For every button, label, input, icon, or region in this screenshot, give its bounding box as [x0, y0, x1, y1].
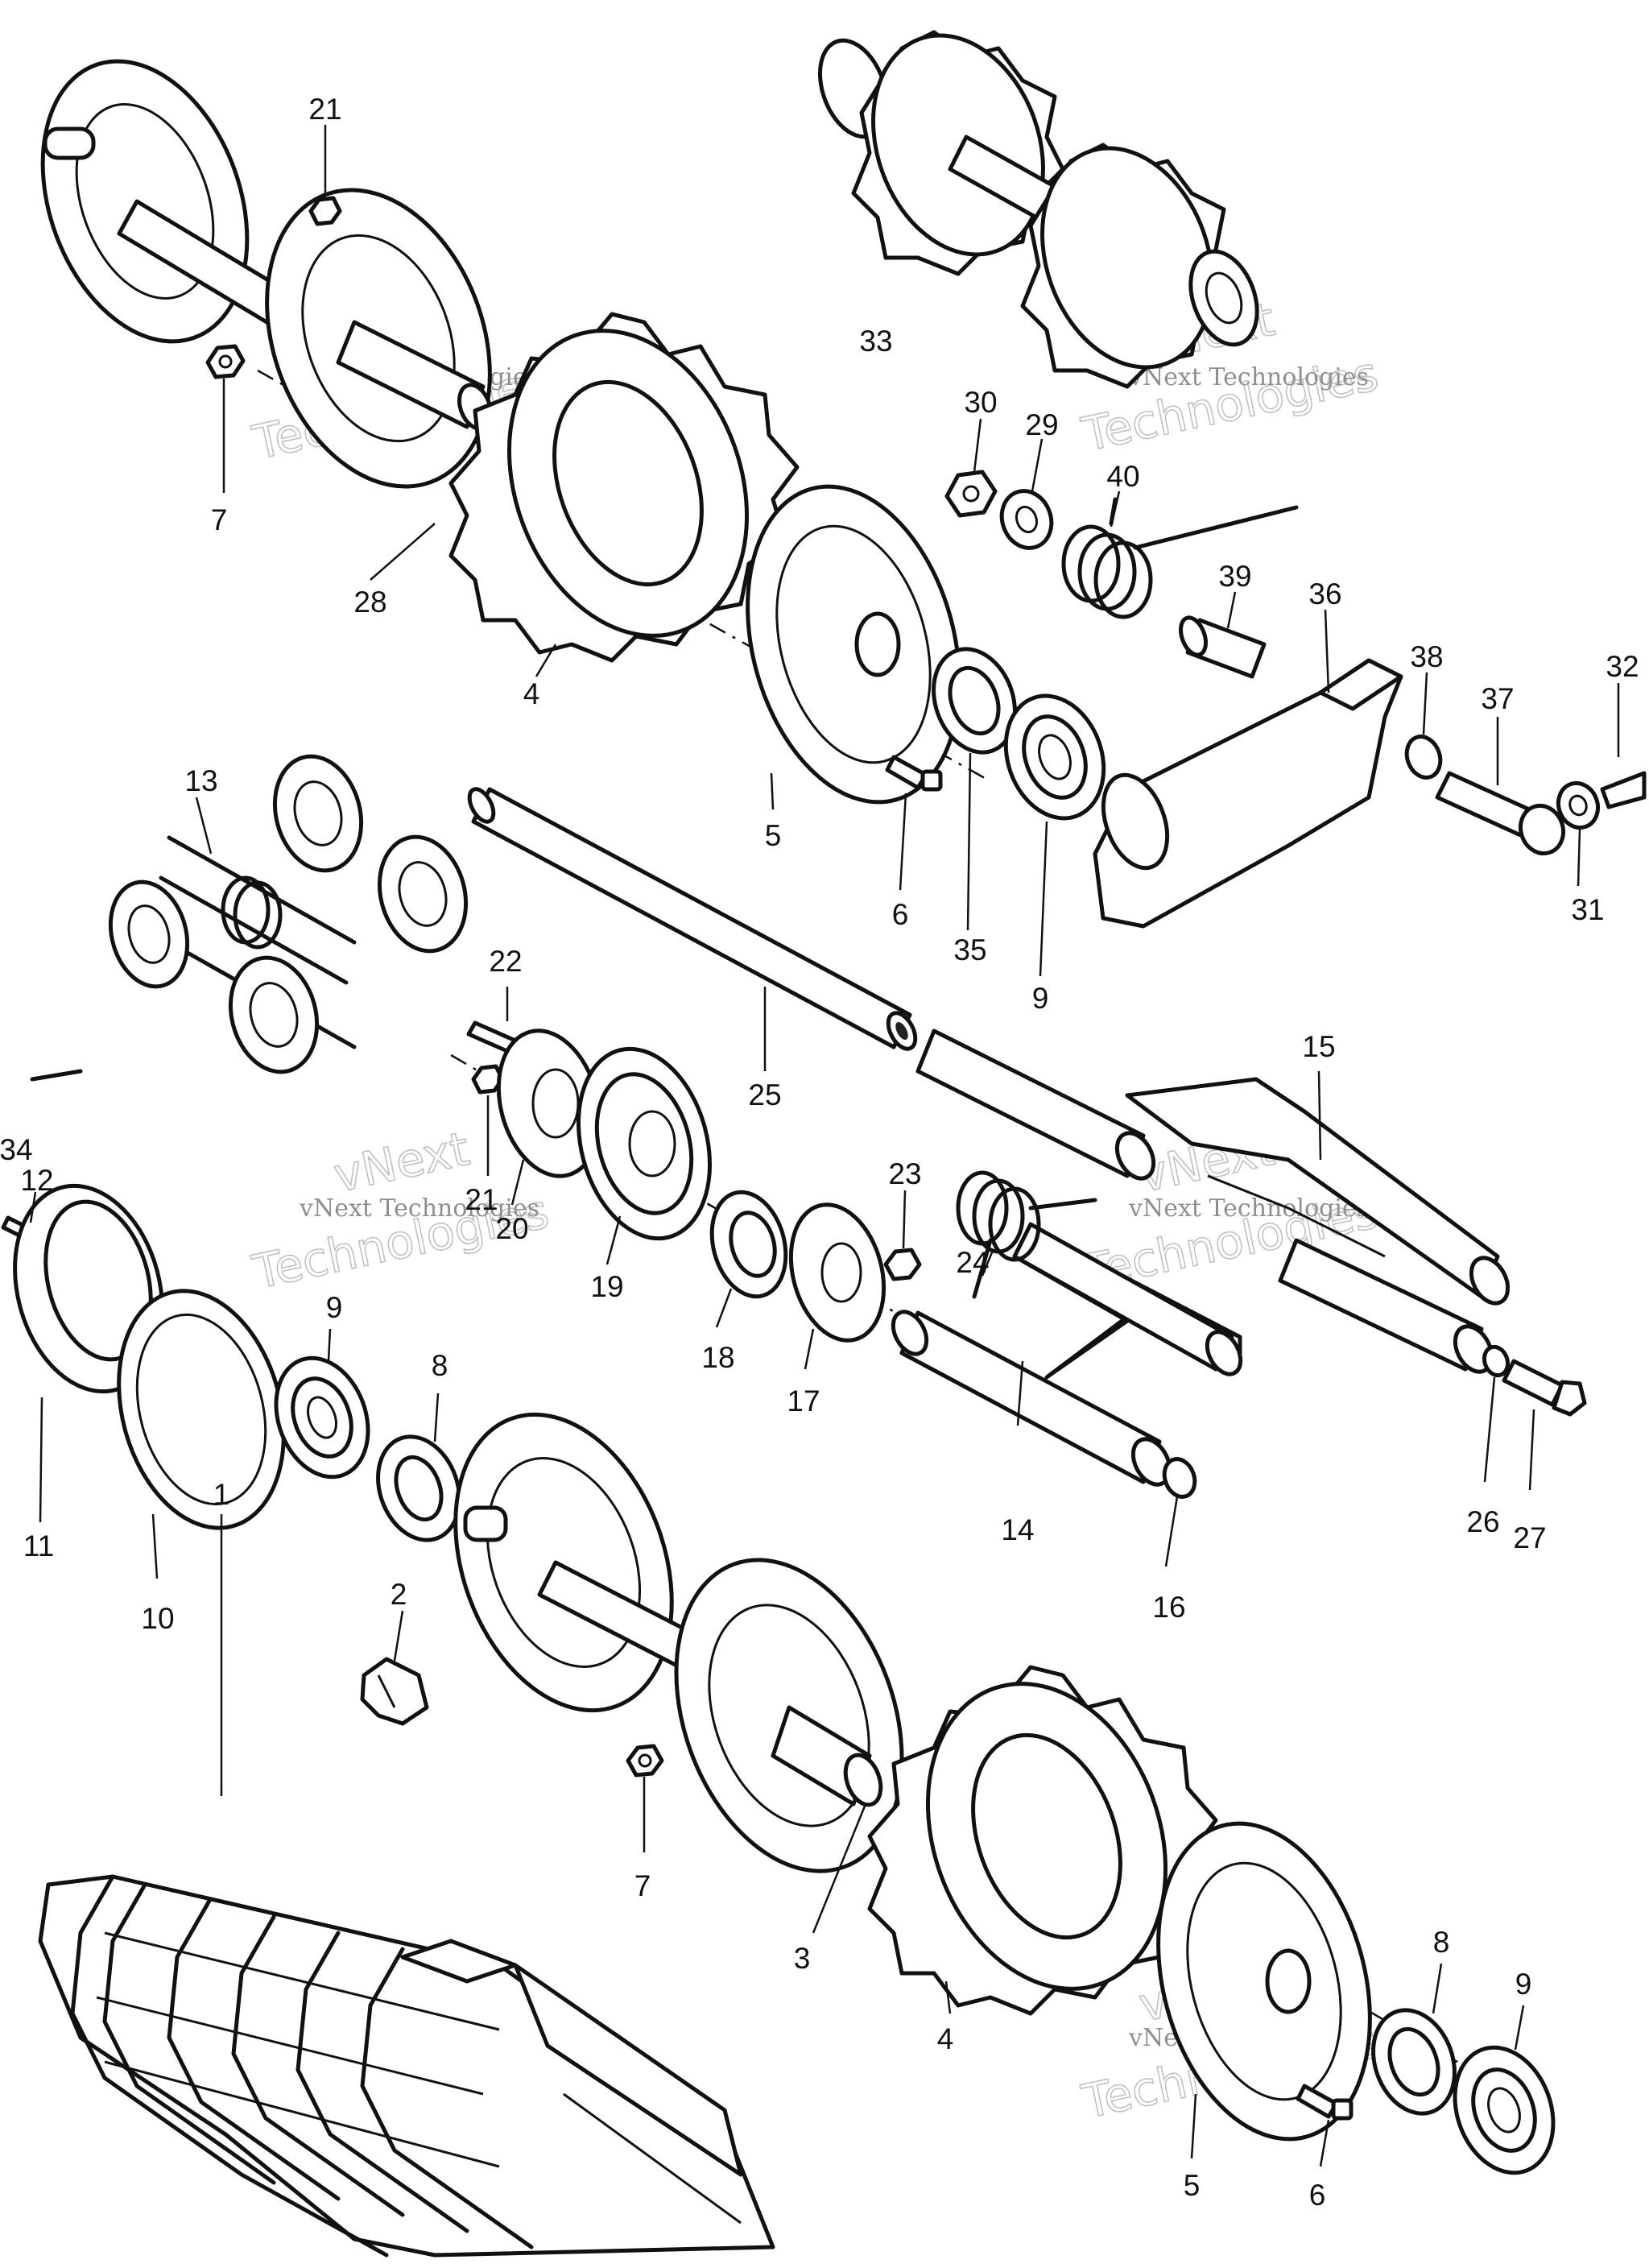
- hex-nut-part-30: [944, 470, 998, 518]
- svg-text:vNext Technologies: vNext Technologies: [1128, 1194, 1369, 1223]
- washer-part-29: [999, 489, 1054, 550]
- small-nut-part-21-upper: [308, 196, 342, 226]
- seal-part-35: [932, 647, 1017, 755]
- bearing-part-9-lower: [1453, 2045, 1556, 2175]
- callout-27: 27: [1513, 1521, 1546, 1554]
- callout-21-middle: 21: [465, 1183, 498, 1216]
- drive-sprocket-part-4-lower: [867, 1665, 1218, 2016]
- drive-sprocket-part-4-upper: [448, 312, 800, 663]
- washer-part-26: [1482, 1344, 1511, 1378]
- nut-part-23: [883, 1248, 922, 1281]
- flange-plate-part-5-upper: [746, 484, 961, 805]
- callout-35: 35: [953, 933, 986, 966]
- seal-part-8-left: [376, 1434, 461, 1542]
- callout-19: 19: [590, 1270, 623, 1303]
- callout-34: 34: [0, 1133, 33, 1166]
- callout-31: 31: [1571, 893, 1604, 926]
- callout-8-left: 8: [432, 1349, 448, 1382]
- callout-24: 24: [956, 1246, 989, 1279]
- callout-39: 39: [1218, 560, 1251, 593]
- cross-shaft-part-25: [467, 787, 918, 1051]
- callout-28: 28: [353, 586, 386, 619]
- bearing-part-9-upper: [1003, 693, 1106, 821]
- callout-4-top: 4: [523, 677, 540, 710]
- callout-9-left: 9: [326, 1291, 343, 1324]
- callout-15: 15: [1302, 1030, 1335, 1063]
- callout-32: 32: [1606, 650, 1639, 683]
- callout-7-top: 7: [211, 503, 228, 536]
- watermark-mid-left: vNext vNext Technologies Technologies: [247, 1120, 554, 1301]
- callout-20: 20: [495, 1212, 528, 1245]
- flange-plate-part-5-lower: [1156, 1821, 1372, 2142]
- callout-30: 30: [964, 386, 997, 419]
- pin-part-37: [1435, 771, 1565, 856]
- callout-38: 38: [1410, 640, 1443, 673]
- cover-plate-part-10: [117, 1289, 286, 1530]
- callout-18: 18: [701, 1341, 734, 1374]
- hex-nut-part-7-lower: [626, 1744, 664, 1778]
- callout-33: 33: [859, 325, 892, 358]
- callout-9-lower: 9: [1515, 1968, 1532, 2001]
- svg-text:vNext Technologies: vNext Technologies: [1128, 363, 1369, 391]
- washer-part-38: [1404, 735, 1443, 780]
- seal-part-8-lower: [1371, 2008, 1457, 2116]
- callout-26: 26: [1466, 1505, 1499, 1538]
- suspension-arm-part-15: [915, 1028, 1511, 1374]
- bogie-wheel-assembly-part-13: [108, 754, 469, 1074]
- bushing-part-39: [1178, 615, 1267, 679]
- callout-36: 36: [1308, 577, 1341, 610]
- bolt-part-27: [1502, 1359, 1587, 1417]
- callout-13: 13: [184, 764, 217, 797]
- sprocket-axle-assembly-part-33: [817, 30, 1259, 389]
- svg-text:vNext: vNext: [329, 1121, 474, 1203]
- bracket-plate-part-36: [1093, 658, 1403, 929]
- screw-part-6-upper: [885, 755, 943, 792]
- hub-plate-part-17: [788, 1202, 886, 1343]
- nut-part-21-middle: [471, 1064, 505, 1095]
- callout-29: 29: [1025, 408, 1058, 441]
- callout-23: 23: [888, 1157, 921, 1190]
- callout-8-lower: 8: [1433, 1926, 1450, 1959]
- callout-17: 17: [787, 1384, 820, 1418]
- callout-labels: 21 7 28 4 33 30 29 40 39 36 38 37 32 31 …: [0, 93, 1639, 2212]
- callout-6-lower: 6: [1309, 2179, 1326, 2212]
- callout-2: 2: [391, 1578, 407, 1611]
- callout-4-lower: 4: [937, 2022, 954, 2055]
- callout-5-top: 5: [765, 819, 782, 852]
- callout-37: 37: [1481, 682, 1514, 715]
- callout-12: 12: [20, 1164, 53, 1197]
- washer-part-31: [1556, 780, 1601, 830]
- callout-6-top: 6: [892, 898, 909, 931]
- svg-text:vNext Technologies: vNext Technologies: [299, 1194, 539, 1223]
- callout-10: 10: [141, 1602, 174, 1635]
- callout-40: 40: [1106, 460, 1139, 493]
- torsion-spring-part-40: [1061, 497, 1299, 619]
- callout-1: 1: [213, 1478, 230, 1511]
- callout-21-top: 21: [308, 93, 341, 126]
- ring-part-16: [1162, 1457, 1197, 1499]
- suspension-arm-part-14: [891, 1222, 1243, 1487]
- callout-25: 25: [748, 1078, 781, 1111]
- callout-9-top: 9: [1032, 982, 1049, 1015]
- callout-22: 22: [489, 945, 522, 978]
- screw-part-6-lower: [1296, 2084, 1354, 2121]
- hex-nut-part-7-upper: [205, 344, 246, 379]
- callout-5-lower: 5: [1184, 2169, 1201, 2202]
- leader-lines: [29, 125, 1620, 2167]
- upper-drive-axle-part-28: [40, 59, 493, 489]
- callout-14: 14: [1001, 1513, 1034, 1546]
- bearing-part-9-left: [274, 1355, 370, 1480]
- callout-11: 11: [23, 1529, 54, 1562]
- callout-3: 3: [794, 1942, 811, 1975]
- drive-axle-part-3: [453, 1412, 904, 1873]
- torsion-spring-part-24: [956, 1170, 1097, 1299]
- callout-16: 16: [1152, 1591, 1185, 1624]
- bolt-part-32: [1600, 771, 1647, 809]
- bearing-part-18: [709, 1190, 788, 1299]
- wheel-disc-part-19: [577, 1046, 712, 1241]
- track-belt-part-1: [30, 1069, 775, 2258]
- clip-part-2: [360, 1657, 429, 1726]
- callout-7-lower: 7: [634, 1869, 651, 1902]
